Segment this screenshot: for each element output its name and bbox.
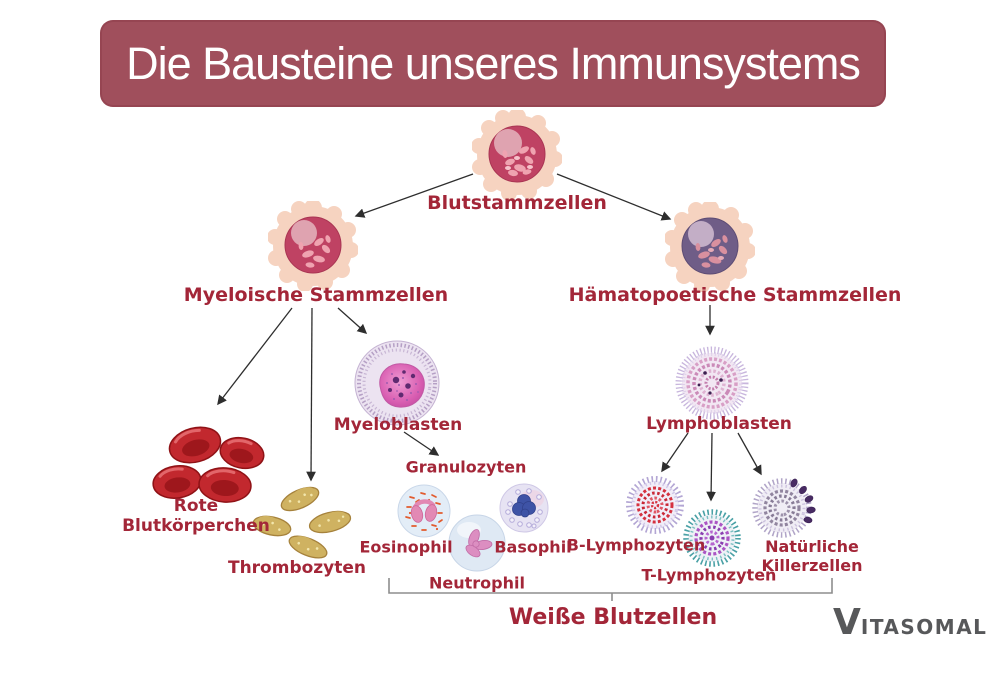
- arrow-myeloid-to-erythrocytes: [217, 307, 293, 406]
- myeloblast-cell-illustration: [354, 340, 440, 426]
- arrow-myeloid-to-platelets: [306, 307, 316, 482]
- arrow-myeloblast-to-granulocytes: [403, 431, 440, 456]
- label-weisse-blutzellen: Weiße Blutzellen: [508, 605, 718, 631]
- label-t-lymphozyten: T-Lymphozyten: [641, 565, 777, 585]
- natuerliche-killerzelle-cell-illustration: [752, 478, 816, 538]
- label-b-lymphozyten: B-Lymphozyten: [566, 535, 706, 555]
- label-natuerliche-killerzellen: Natürliche Killerzellen: [761, 537, 863, 575]
- rote-blutkoerperchen-illustration: [152, 426, 265, 503]
- label-rote-blutkoerperchen: Rote Blutkörperchen: [122, 495, 270, 536]
- neutrophil-cell-illustration: [448, 514, 506, 572]
- myeloische-stammzelle-cell-illustration: [268, 201, 358, 291]
- b-lymphozyt-cell-illustration: [626, 476, 684, 534]
- thrombozyten-illustration: [252, 486, 352, 559]
- basophil-cell-illustration: [499, 483, 549, 533]
- label-blutstammzellen: Blutstammzellen: [427, 191, 607, 214]
- logo-rest: ITASOMAL: [860, 615, 988, 639]
- arrow-lymphoblast-to-nkcell: [737, 432, 762, 476]
- label-thrombozyten: Thrombozyten: [227, 557, 367, 578]
- arrow-lymphoblast-to-bcell: [661, 432, 689, 473]
- eosinophil-cell-illustration: [397, 484, 451, 538]
- arrow-myeloid-to-myeloblast: [337, 307, 368, 334]
- arrow-lymphoblast-to-tcell: [706, 432, 716, 502]
- label-haematopoetische-stammzellen: Hämatopoetische Stammzellen: [568, 283, 902, 306]
- blutstammzellen-cell-illustration: [472, 110, 562, 200]
- label-granulozyten: Granulozyten: [405, 457, 527, 477]
- label-eosinophil: Eosinophil: [359, 537, 453, 557]
- page-title: Die Bausteine unseres Immunsystems: [126, 37, 861, 89]
- t-lymphozyt-cell-illustration: [683, 509, 741, 567]
- lymphoblast-cell-illustration: [675, 346, 749, 420]
- label-neutrophil: Neutrophil: [429, 573, 525, 593]
- label-basophil: Basophil: [494, 537, 572, 557]
- label-lymphoblasten: Lymphoblasten: [646, 413, 792, 434]
- label-myeloblasten: Myeloblasten: [333, 414, 463, 435]
- logo-initial: V: [833, 602, 861, 643]
- title-banner: Die Bausteine unseres Immunsystems: [100, 20, 886, 107]
- label-myeloische-stammzellen: Myeloische Stammzellen: [183, 283, 449, 306]
- haematopoetische-stammzelle-cell-illustration: [665, 202, 755, 292]
